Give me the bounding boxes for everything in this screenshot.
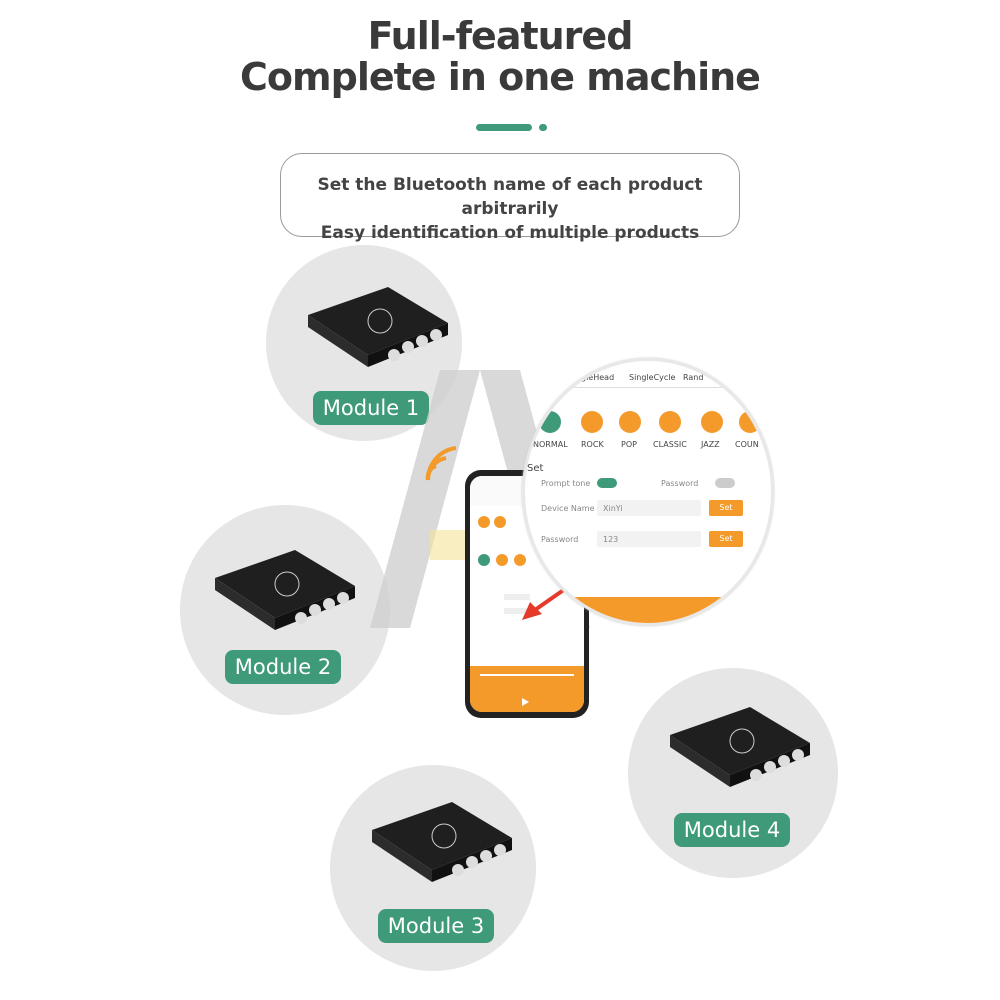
- divider: [525, 387, 771, 388]
- password-value: 123: [603, 535, 619, 544]
- phone-field: [504, 594, 530, 600]
- device-name-value: XinYi: [603, 504, 623, 513]
- set-heading: Set: [527, 463, 544, 474]
- subtitle-box: Set the Bluetooth name of each product a…: [280, 153, 740, 243]
- device-name-field[interactable]: [597, 500, 701, 516]
- subtitle-line1: Set the Bluetooth name of each product a…: [317, 175, 703, 219]
- module-3-label: Module 3: [378, 909, 494, 943]
- prompt-tone-toggle[interactable]: [597, 478, 617, 488]
- title-underline: [476, 124, 532, 131]
- mode-single-head[interactable]: gleHead: [581, 373, 615, 382]
- eq-normal-icon[interactable]: [539, 411, 561, 433]
- eq-rock-label: ROCK: [581, 440, 604, 449]
- eq-pop-label: POP: [621, 440, 637, 449]
- password-toggle-label: Password: [661, 479, 699, 488]
- eq-normal-label: NORMAL: [533, 440, 568, 449]
- eq-jazz-label: JAZZ: [701, 440, 720, 449]
- page-title-line2: Complete in one machine: [240, 55, 761, 99]
- phone-eq-icon: [514, 554, 526, 566]
- eq-jazz-icon[interactable]: [701, 411, 723, 433]
- module-4-label: Module 4: [674, 813, 790, 847]
- page-title-line1: Full-featured: [367, 14, 634, 58]
- module-2-board: [215, 550, 355, 630]
- password-field[interactable]: [597, 531, 701, 547]
- phone-field: [504, 608, 530, 614]
- play-icon[interactable]: [522, 698, 529, 706]
- module-3-board: [372, 802, 512, 882]
- eq-rock-icon[interactable]: [581, 411, 603, 433]
- eq-country-icon[interactable]: [739, 411, 761, 433]
- phone-progress: [480, 674, 574, 676]
- mode-single-cycle[interactable]: SingleCycle: [629, 373, 676, 382]
- prompt-tone-label: Prompt tone: [541, 479, 591, 488]
- password-label: Password: [541, 535, 579, 544]
- password-set-button[interactable]: Set: [709, 531, 743, 547]
- password-toggle[interactable]: [715, 478, 735, 488]
- subtitle-line2: Easy identification of multiple products: [320, 223, 700, 243]
- eq-country-label: COUN: [735, 440, 759, 449]
- device-name-set-button[interactable]: Set: [709, 500, 743, 516]
- app-zoom: gleHead SingleCycle Rand NORMAL ROCK POP…: [522, 358, 774, 626]
- module-1-label: Module 1: [313, 391, 429, 425]
- wifi-signal-icon: [425, 446, 457, 481]
- phone-eq-icon: [478, 554, 490, 566]
- zoom-player-bar: [525, 597, 771, 623]
- module-2-label: Module 2: [225, 650, 341, 684]
- mode-random[interactable]: Rand: [683, 373, 704, 382]
- phone-eq-icon: [496, 554, 508, 566]
- module-4-board: [670, 707, 810, 787]
- phone-mode-icon: [494, 516, 506, 528]
- eq-classic-label: CLASSIC: [653, 440, 687, 449]
- module-1-board: [308, 287, 448, 367]
- phone-mode-icon: [478, 516, 490, 528]
- eq-pop-icon[interactable]: [619, 411, 641, 433]
- device-name-label: Device Name: [541, 504, 595, 513]
- eq-classic-icon[interactable]: [659, 411, 681, 433]
- title-underline-dot: [539, 124, 547, 131]
